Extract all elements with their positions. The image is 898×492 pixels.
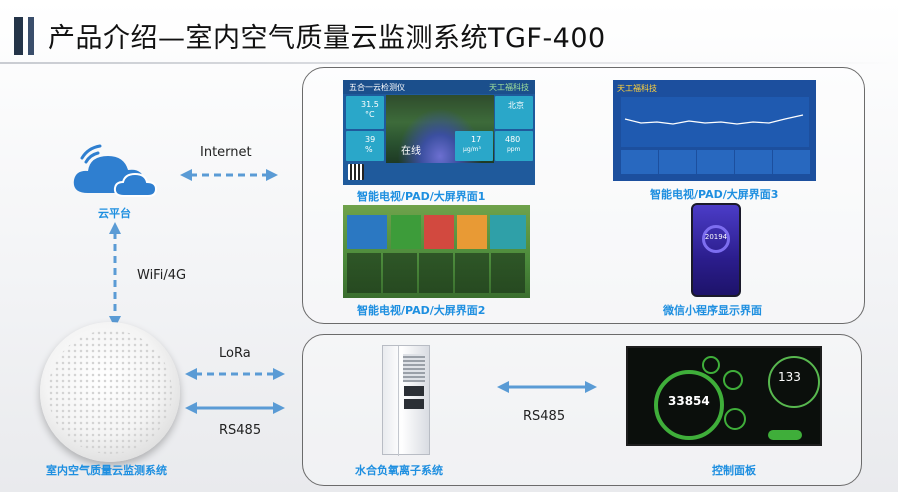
device-vent-holes: [48, 330, 172, 454]
weather-tile: [495, 96, 533, 129]
screen3-thumbnail[interactable]: 天工福科技: [613, 80, 816, 181]
screen3-line: [624, 114, 804, 125]
lora-arrow: [185, 368, 285, 380]
rs485-left-arrow: [185, 402, 285, 414]
screen2-tile-2: [391, 215, 421, 249]
screen2-row: [347, 253, 526, 293]
temp-tile: [346, 96, 384, 129]
screen1-brand: 天工福科技: [489, 83, 529, 92]
screen3-stat-4: [735, 150, 772, 174]
cabinet-seam: [398, 346, 399, 456]
pm-unit: μg/m³: [463, 146, 481, 153]
page-title: 产品介绍—室内空气质量云监测系统TGF-400: [48, 23, 606, 54]
ion-system-cabinet: [382, 345, 430, 456]
ctrl-value-2: 133: [778, 370, 801, 384]
ctrl-ring-main: [654, 370, 724, 440]
ctrl-toggle[interactable]: [768, 430, 802, 440]
phone-caption: 微信小程序显示界面: [663, 304, 762, 317]
qr-code: [348, 164, 364, 180]
screen2-tile-1: [347, 215, 387, 249]
screen3-brand: 天工福科技: [617, 84, 657, 93]
internet-arrow: [180, 169, 278, 181]
online-status: 在线: [401, 146, 421, 157]
cloud-platform-label: 云平台: [98, 207, 131, 220]
screen2-tile-4: [457, 215, 487, 249]
phone-gauge: [702, 225, 730, 253]
ion-system-label: 水合负氧离子系统: [355, 464, 443, 477]
phone-mockup[interactable]: 20194: [691, 203, 741, 297]
device-label: 室内空气质量云监测系统: [46, 464, 167, 477]
title-accent-bar-thin: [28, 17, 34, 55]
city-label: 北京: [508, 101, 524, 110]
temp-value: 31.5: [361, 100, 379, 109]
screen1-caption: 智能电视/PAD/大屏界面1: [357, 190, 486, 203]
screen3-caption: 智能电视/PAD/大屏界面3: [650, 188, 779, 201]
phone-value: 20194: [704, 233, 728, 241]
humidity-tile: [346, 131, 384, 161]
screen1-thumbnail[interactable]: 五合一云检测仪 天工福科技 31.5 °C 39 % 在线 北京 17 μg/m…: [343, 80, 535, 185]
temp-unit: °C: [365, 110, 375, 119]
rs485-right-label: RS485: [523, 409, 566, 424]
humidity-unit: %: [365, 145, 373, 154]
control-panel-screen[interactable]: 33854 133: [626, 346, 822, 446]
wifi-arrow: [109, 222, 121, 328]
header: 产品介绍—室内空气质量云监测系统TGF-400: [0, 0, 898, 70]
cloud-wifi-icon: [73, 144, 158, 197]
title-divider: [0, 62, 898, 64]
ctrl-value: 33854: [668, 394, 710, 408]
screen3-stat-1: [621, 150, 658, 174]
lora-label: LoRa: [219, 346, 251, 361]
ctrl-ring-c: [724, 408, 746, 430]
pm-tile: [455, 131, 493, 161]
pm-value: 17: [471, 135, 482, 144]
title-accent-bar: [14, 17, 23, 55]
rs485-right-arrow: [497, 381, 597, 393]
screen2-tile-5: [490, 215, 526, 249]
rs485-left-label: RS485: [219, 423, 262, 438]
co2-unit: ppm: [507, 146, 521, 153]
internet-label: Internet: [200, 145, 252, 160]
ctrl-ring-b: [723, 370, 743, 390]
wifi-label: WiFi/4G: [137, 268, 187, 283]
screen2-caption: 智能电视/PAD/大屏界面2: [357, 304, 486, 317]
screen1-header: 五合一云检测仪 天工福科技: [343, 80, 535, 94]
co2-value: 480: [505, 135, 521, 144]
screen3-stat-2: [659, 150, 696, 174]
control-panel-label: 控制面板: [712, 464, 756, 477]
cabinet-grill: [403, 354, 425, 382]
ctrl-ring-a: [702, 356, 720, 374]
air-monitor-device: [40, 322, 180, 462]
humidity-value: 39: [365, 135, 376, 144]
ctrl-ring-d: [768, 356, 820, 408]
screen2-thumbnail[interactable]: [343, 205, 530, 298]
screen3-line-chart: [621, 97, 809, 147]
co2-tile: [495, 131, 533, 161]
cabinet-display-2: [404, 399, 424, 409]
screen3-stat-5: [773, 150, 810, 174]
screen2-tile-3: [424, 215, 454, 249]
screen3-stat-3: [697, 150, 734, 174]
cabinet-display-1: [404, 386, 424, 396]
screen1-title: 五合一云检测仪: [349, 83, 405, 92]
